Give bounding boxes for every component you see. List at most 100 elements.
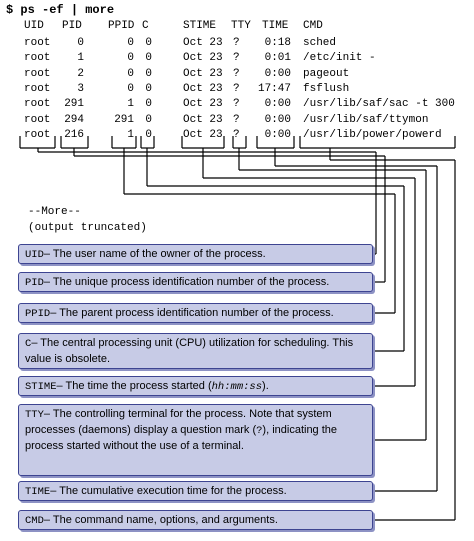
column-header-cmd: CMD <box>303 20 323 32</box>
callout-term: C <box>25 338 32 350</box>
cell-time: 0:00 <box>264 113 291 126</box>
callout-time: TIME– The cumulative execution time for … <box>18 481 373 501</box>
cell-time: 0:01 <box>264 52 291 65</box>
cell-stime: Oct 23 <box>183 67 223 80</box>
truncated-note: (output truncated) <box>28 222 147 234</box>
callout-dash: – <box>43 248 53 260</box>
cell-c: 0 <box>145 98 152 111</box>
cell-stime: Oct 23 <box>183 113 223 126</box>
cell-pid: 294 <box>64 113 84 126</box>
callout-dash: – <box>43 408 53 420</box>
callout-description: The controlling terminal for the process… <box>25 408 332 436</box>
callout-term: PID <box>25 277 44 289</box>
column-header-pid: PID <box>62 20 82 32</box>
column-header-ppid: PPID <box>108 20 135 32</box>
cell-stime: Oct 23 <box>183 37 223 49</box>
cell-uid: root <box>24 113 51 126</box>
callout-suffix: ), indicating the process started withou… <box>25 424 338 452</box>
column-header-c: C <box>142 20 149 32</box>
cell-c: 0 <box>145 37 152 49</box>
callout-stime: STIME– The time the process started (hh:… <box>18 376 373 396</box>
more-prompt: --More-- <box>28 206 81 218</box>
cell-tty: ? <box>233 128 240 141</box>
shell-prompt: $ <box>6 3 14 17</box>
callout-term: CMD <box>25 515 44 527</box>
cell-uid: root <box>24 128 51 141</box>
cell-cmd: /etc/init - <box>303 52 376 65</box>
cell-time: 0:18 <box>264 37 291 49</box>
callout-dash: – <box>50 307 60 319</box>
cell-stime: Oct 23 <box>183 98 223 111</box>
cell-uid: root <box>24 82 51 95</box>
callout-cmd: CMD– The command name, options, and argu… <box>18 510 373 530</box>
callout-tty: TTY– The controlling terminal for the pr… <box>18 404 373 476</box>
callout-dash: – <box>43 276 53 288</box>
cell-tty: ? <box>233 37 240 49</box>
callout-term: TTY <box>25 409 44 421</box>
column-header-uid: UID <box>24 20 44 32</box>
callout-uid: UID– The user name of the owner of the p… <box>18 244 373 264</box>
callout-c: C– The central processing unit (CPU) uti… <box>18 333 373 369</box>
cell-stime: Oct 23 <box>183 82 223 95</box>
cell-c: 0 <box>145 67 152 80</box>
column-header-time: TIME <box>262 20 289 32</box>
cell-cmd: fsflush <box>303 82 350 95</box>
callout-description: The user name of the owner of the proces… <box>52 248 266 260</box>
cell-cmd: /usr/lib/saf/ttymon <box>303 113 429 126</box>
cell-uid: root <box>24 52 51 65</box>
cell-cmd: /usr/lib/power/powerd <box>303 128 442 141</box>
cell-ppid: 291 <box>114 113 134 126</box>
cell-tty: ? <box>233 52 240 65</box>
cell-cmd: pageout <box>303 67 350 80</box>
cell-ppid: 1 <box>127 128 134 141</box>
callout-dash: – <box>56 380 66 392</box>
cell-cmd: sched <box>303 37 337 49</box>
callout-dash: – <box>43 514 53 526</box>
cell-pid: 0 <box>77 37 84 49</box>
callout-description: The central processing unit (CPU) utiliz… <box>25 337 354 365</box>
cell-stime: Oct 23 <box>183 128 223 141</box>
cell-uid: root <box>24 98 51 111</box>
cell-time: 0:00 <box>264 98 291 111</box>
cell-time: 0:00 <box>264 128 291 141</box>
callout-term: STIME <box>25 381 57 393</box>
cell-c: 0 <box>145 52 152 65</box>
callout-term: UID <box>25 249 44 261</box>
cell-time: 0:00 <box>264 67 291 80</box>
cell-cmd: /usr/lib/saf/sac -t 300 <box>303 98 455 111</box>
cell-tty: ? <box>233 113 240 126</box>
cell-stime: Oct 23 <box>183 52 223 65</box>
callout-suffix: ). <box>262 380 269 392</box>
cell-tty: ? <box>233 82 240 95</box>
cell-pid: 291 <box>64 98 84 111</box>
cell-pid: 1 <box>77 52 84 65</box>
cell-c: 0 <box>145 82 152 95</box>
callout-ppid: PPID– The parent process identification … <box>18 303 373 323</box>
callout-description: The unique process identification number… <box>52 276 330 288</box>
callout-term: TIME <box>25 486 51 498</box>
callout-term: PPID <box>25 308 51 320</box>
cell-ppid: 0 <box>127 52 134 65</box>
cell-ppid: 0 <box>127 67 134 80</box>
callout-pid: PID– The unique process identification n… <box>18 272 373 292</box>
cell-uid: root <box>24 37 51 49</box>
cell-uid: root <box>24 67 51 80</box>
cell-ppid: 1 <box>127 98 134 111</box>
callout-description: The time the process started ( <box>65 380 212 392</box>
callout-description: The cumulative execution time for the pr… <box>59 485 287 497</box>
command-text: ps -ef | more <box>20 3 115 17</box>
cell-pid: 216 <box>64 128 84 141</box>
column-header-tty: TTY <box>231 20 251 32</box>
callout-description: The parent process identification number… <box>59 307 334 319</box>
cell-time: 17:47 <box>257 82 291 95</box>
cell-tty: ? <box>233 98 240 111</box>
cell-ppid: 0 <box>127 37 134 49</box>
command-line: $ ps -ef | more <box>6 3 114 17</box>
callout-dash: – <box>31 337 41 349</box>
cell-c: 0 <box>145 113 152 126</box>
callout-mark: ? <box>256 425 263 437</box>
cell-c: 0 <box>145 128 152 141</box>
callout-dash: – <box>50 485 60 497</box>
callout-description: The command name, options, and arguments… <box>52 514 278 526</box>
